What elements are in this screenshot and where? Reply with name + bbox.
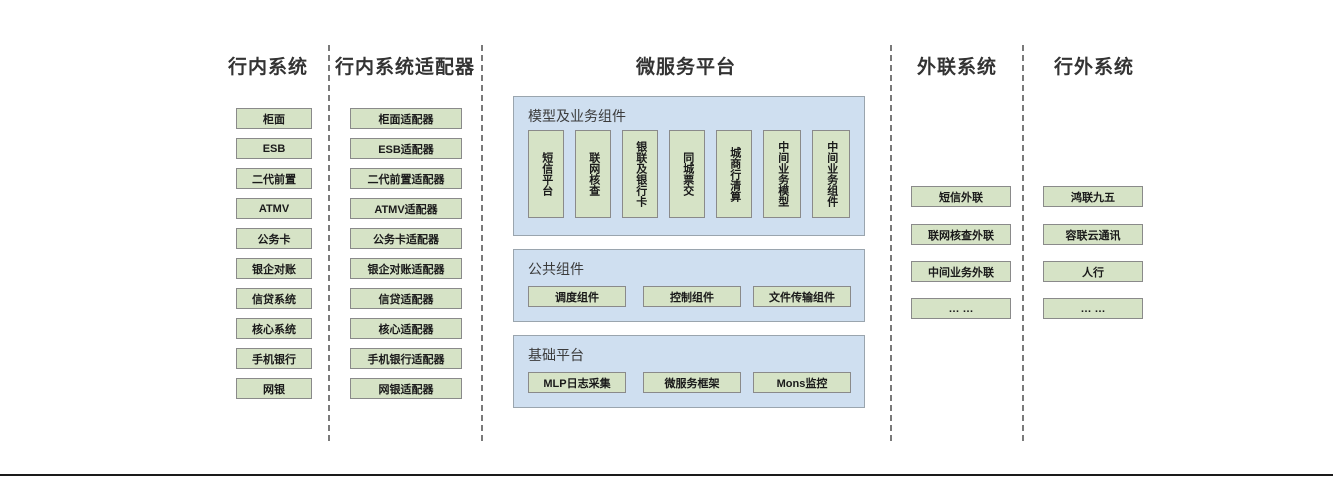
list-item[interactable]: 网银	[236, 378, 312, 399]
list-item[interactable]: 银企对账	[236, 258, 312, 279]
list-item[interactable]: ATMV	[236, 198, 312, 219]
list-item[interactable]: 二代前置	[236, 168, 312, 189]
vertical-list-item[interactable]: 城商行清算	[716, 130, 752, 218]
list-item[interactable]: 容联云通讯	[1043, 224, 1143, 245]
vertical-list-item[interactable]: 银联及银行卡	[622, 130, 658, 218]
vertical-list-item-label: 短信平台	[540, 152, 553, 196]
panel-title: 基础平台	[528, 347, 584, 363]
vertical-list-item-label: 城商行清算	[728, 146, 741, 202]
column-title-internal-system-adapters: 行内系统适配器	[334, 57, 475, 78]
list-item[interactable]: 中间业务外联	[911, 261, 1011, 282]
list-item[interactable]: ESB适配器	[350, 138, 462, 159]
column-divider-1	[328, 45, 330, 441]
list-item[interactable]: 调度组件	[528, 286, 626, 307]
vertical-list-item[interactable]: 短信平台	[528, 130, 564, 218]
list-item[interactable]: 文件传输组件	[753, 286, 851, 307]
column-title-external-liaison-systems: 外联系统	[916, 57, 997, 78]
column-divider-3	[890, 45, 892, 441]
panel-public-components: 公共组件	[513, 249, 865, 322]
vertical-list-item-label: 银联及银行卡	[634, 141, 647, 207]
list-item[interactable]: ESB	[236, 138, 312, 159]
list-item[interactable]: 柜面适配器	[350, 108, 462, 129]
list-item[interactable]: 手机银行	[236, 348, 312, 369]
list-item[interactable]: … …	[911, 298, 1011, 319]
panel-title: 公共组件	[528, 261, 584, 277]
list-item[interactable]: 信贷适配器	[350, 288, 462, 309]
list-item[interactable]: 信贷系统	[236, 288, 312, 309]
list-item[interactable]: 公务卡适配器	[350, 228, 462, 249]
list-item[interactable]: 微服务框架	[643, 372, 741, 393]
list-item[interactable]: 鸿联九五	[1043, 186, 1143, 207]
list-item[interactable]: 柜面	[236, 108, 312, 129]
list-item[interactable]: 控制组件	[643, 286, 741, 307]
vertical-list-item-label: 同城票交	[681, 152, 694, 196]
vertical-list-item[interactable]: 中间业务模型	[763, 130, 801, 218]
list-item[interactable]: 核心适配器	[350, 318, 462, 339]
vertical-list-item[interactable]: 联网核查	[575, 130, 611, 218]
list-item[interactable]: 联网核查外联	[911, 224, 1011, 245]
column-divider-2	[481, 45, 483, 441]
list-item[interactable]: 手机银行适配器	[350, 348, 462, 369]
list-item[interactable]: 二代前置适配器	[350, 168, 462, 189]
list-item[interactable]: 公务卡	[236, 228, 312, 249]
column-divider-4	[1022, 45, 1024, 441]
list-item[interactable]: MLP日志采集	[528, 372, 626, 393]
panel-base-platform: 基础平台	[513, 335, 865, 408]
column-title-outside-bank-systems: 行外系统	[1053, 57, 1134, 78]
vertical-list-item[interactable]: 中间业务组件	[812, 130, 850, 218]
list-item[interactable]: 银企对账适配器	[350, 258, 462, 279]
vertical-list-item-label: 中间业务组件	[825, 141, 838, 207]
list-item[interactable]: 人行	[1043, 261, 1143, 282]
list-item[interactable]: … …	[1043, 298, 1143, 319]
list-item[interactable]: 短信外联	[911, 186, 1011, 207]
vertical-list-item-label: 中间业务模型	[776, 141, 789, 207]
vertical-list-item[interactable]: 同城票交	[669, 130, 705, 218]
bottom-divider	[0, 474, 1333, 476]
list-item[interactable]: 核心系统	[236, 318, 312, 339]
column-title-microservice-platform: 微服务平台	[635, 57, 736, 78]
list-item[interactable]: 网银适配器	[350, 378, 462, 399]
list-item[interactable]: Mons监控	[753, 372, 851, 393]
column-title-internal-systems: 行内系统	[227, 57, 308, 78]
vertical-list-item-label: 联网核查	[587, 152, 600, 196]
panel-title: 模型及业务组件	[528, 108, 626, 124]
list-item[interactable]: ATMV适配器	[350, 198, 462, 219]
